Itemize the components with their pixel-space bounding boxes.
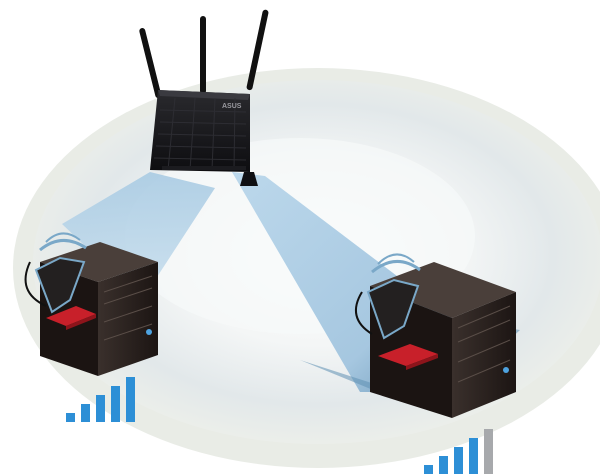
beam-left [62,172,215,300]
signal-bar [81,404,90,422]
signal-bar [96,395,105,422]
router-antenna [139,28,162,99]
router-antenna [200,16,206,94]
router-antennas [139,9,269,99]
router: ASUS [139,9,269,186]
right-signal-indicator [424,429,493,474]
signal-bar [126,377,135,422]
signal-bar [454,447,463,474]
signal-bar [469,438,478,474]
left-computer [24,232,158,376]
signal-bar [424,465,433,474]
signal-bar [439,456,448,474]
router-brand-label: ASUS [222,103,242,110]
signal-bar [111,386,120,422]
right-computer [354,253,516,418]
left-wifi-adapter [24,232,96,330]
left-signal-indicator [66,377,135,422]
signal-bar [66,413,75,422]
signal-bar [484,429,493,474]
right-wifi-adapter [354,253,438,370]
router-antenna [246,9,269,91]
